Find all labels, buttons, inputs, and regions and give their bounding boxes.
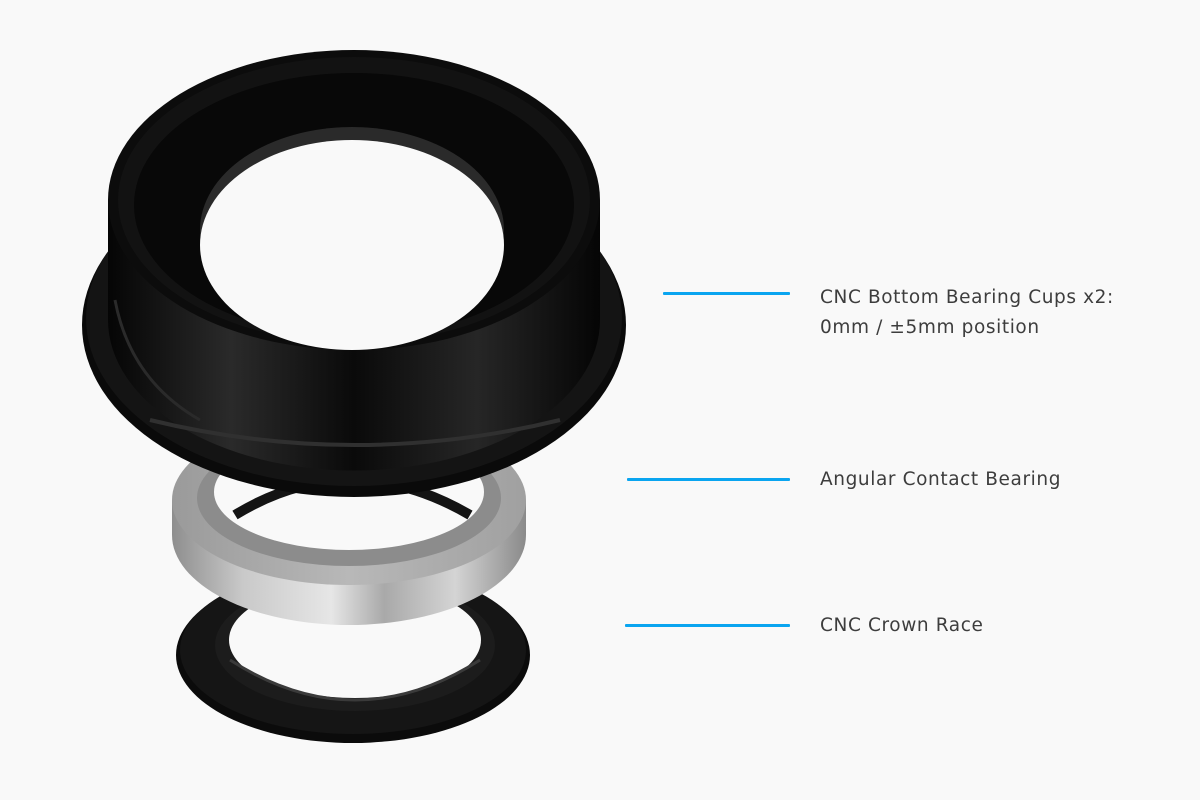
- callout-label-angular-bearing: Angular Contact Bearing: [820, 469, 1062, 490]
- callout-line-crown-race: [625, 624, 790, 627]
- bearing-cup-part: [82, 50, 626, 497]
- callout-label-bearing-cups: CNC Bottom Bearing Cups x2: 0mm / ±5mm p…: [820, 283, 1114, 343]
- callout-bearing-cups-line1: CNC Bottom Bearing Cups x2:: [820, 287, 1114, 308]
- callout-label-crown-race: CNC Crown Race: [820, 615, 984, 636]
- callout-line-bearing-cups: [663, 292, 790, 295]
- callout-bearing-cups-line2: 0mm / ±5mm position: [820, 317, 1040, 338]
- callout-line-angular-bearing: [627, 478, 790, 481]
